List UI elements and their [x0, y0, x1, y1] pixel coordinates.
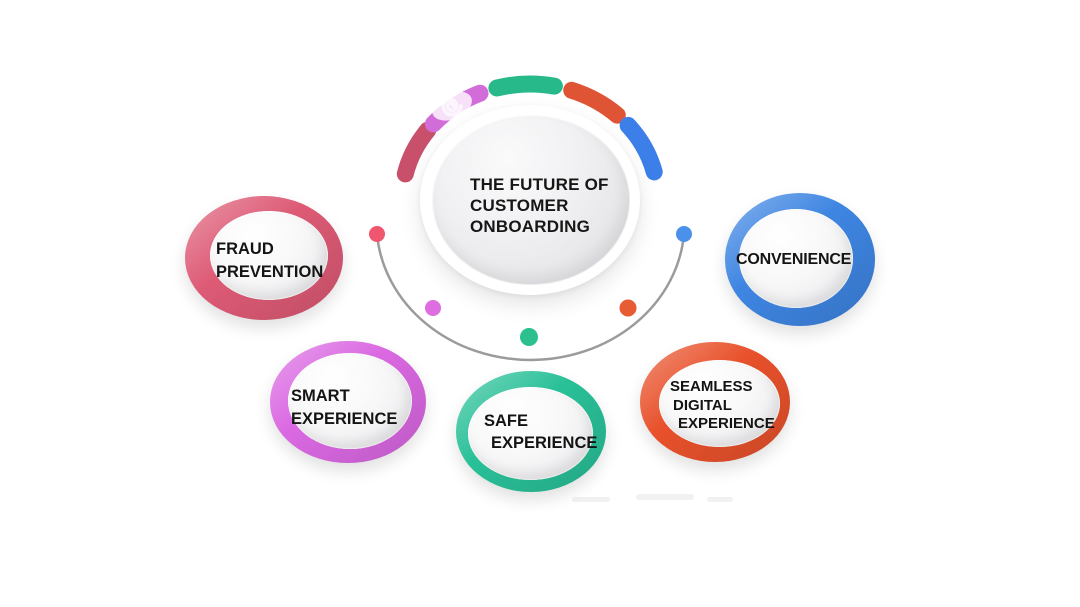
page-title-line: THE FUTURE OF [470, 175, 609, 194]
node-label-line: SEAMLESS [670, 378, 753, 395]
node-label-line: SAFE [484, 412, 529, 430]
page-title-line: CUSTOMER [470, 196, 569, 216]
page-title-line: ONBOARDING [470, 217, 591, 237]
node-disc-convenience [739, 209, 853, 308]
node-label-seamless-digital-experience: SEAMLESS DIGITAL EXPERIENCE [670, 378, 775, 434]
node-label-line: FRAUD [216, 240, 274, 258]
node-label-line: EXPERIENCE [491, 434, 598, 452]
node-label-line: CONVENIENCE [736, 251, 852, 268]
node-label-line: EXPERIENCE [678, 415, 775, 432]
node-label-safe-experience: SAFE EXPERIENCE [484, 410, 597, 454]
arc-segment-green [488, 75, 563, 97]
node-label-line: PREVENTION [216, 263, 324, 281]
connector-dot-magenta [425, 300, 441, 316]
node-disc-safe-experience [468, 387, 593, 480]
page-title: THE FUTURE OF CUSTOMER ONBOARDING [470, 174, 620, 238]
connector-dot-red [369, 226, 385, 242]
node-label-line: SMART [291, 387, 350, 405]
node-label-smart-experience: SMART EXPERIENCE [291, 385, 397, 431]
connector-dot-green [520, 328, 538, 346]
node-disc-smart-experience [288, 353, 412, 449]
node-label-convenience: CONVENIENCE [736, 250, 851, 270]
connector-curve [375, 233, 686, 362]
node-label-line: EXPERIENCE [291, 410, 398, 428]
arc-segment-crimson [396, 121, 437, 183]
node-label-line: DIGITAL [673, 396, 732, 414]
connector-dot-blue [676, 226, 692, 242]
watermark-smudge [572, 494, 733, 502]
node-label-fraud-prevention: FRAUD PREVENTION [216, 238, 323, 284]
arc-segment-orange [563, 81, 626, 124]
hub-circle-disc [432, 115, 630, 285]
arc-segment-blue [619, 116, 663, 181]
node-disc-fraud-prevention [210, 211, 328, 300]
node-disc-seamless-digital-experience [659, 360, 780, 447]
connector-dot-orange [619, 299, 637, 317]
